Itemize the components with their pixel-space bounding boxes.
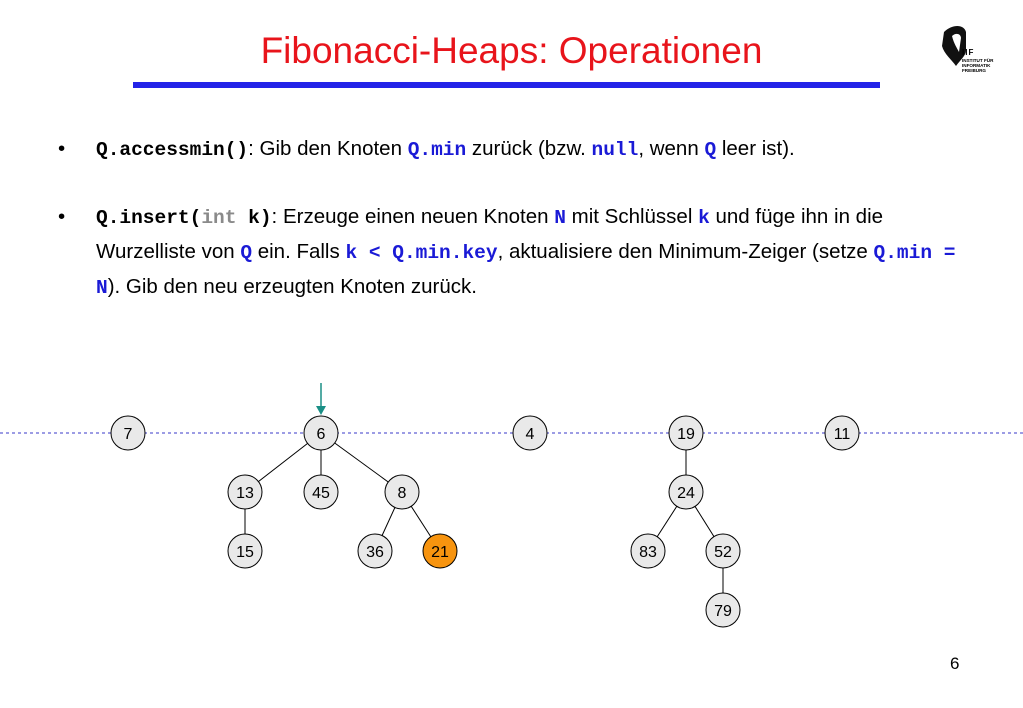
heap-node-45 [303,474,339,510]
heap-node-15 [227,533,263,569]
bullet-text-segment: ). Gib den neu erzeugten Knoten zurück. [107,275,477,298]
heap-node-83 [630,533,666,569]
heap-node-8 [384,474,420,510]
heap-node-label: 4 [526,426,535,443]
heap-node-label: 8 [398,485,407,502]
heap-node-13 [227,474,263,510]
code-segment: k) [236,207,272,229]
code-segment: null [591,139,639,161]
bullet-text-segment: ein. Falls [252,240,346,263]
logo-line-3: FREIBURG [962,68,986,74]
code-segment: int [201,207,237,229]
logo-line-2: INFORMATIK [962,63,991,69]
logo-line-1: INSTITUT FÜR [962,58,994,63]
heap-node-label: 6 [317,426,326,443]
heap-node-label: 24 [677,485,695,502]
heap-node-24 [668,474,704,510]
heap-node-label: 83 [639,544,657,561]
heap-node-label: 19 [677,426,695,443]
code-segment: Q.min = N [96,242,956,299]
university-logo-icon [942,26,966,66]
heap-node-label: 21 [431,544,449,561]
heap-node-label: 7 [124,426,133,443]
bullet-marker: • [58,137,66,160]
bullet-list: • Q.accessmin(): Gib den Knoten Q.min zu… [58,132,978,338]
bullet-text-segment: , aktualisiere den Minimum-Zeiger (setze [497,240,874,263]
heap-node-4 [512,415,548,451]
heap-node-label: 79 [714,603,732,620]
min-pointer-arrowhead-icon [316,406,326,415]
heap-node-7 [110,415,146,451]
bullet-text-segment: : Erzeuge einen neuen Knoten [271,205,555,228]
logo-caption: INSTITUT FÜR INFORMATIK FREIBURG [962,58,1022,74]
code-segment: N [554,207,566,229]
bullet-marker: • [58,205,66,228]
heap-node-label: 13 [236,485,254,502]
bullet-text: Q.insert(int k): Erzeuge einen neuen Kno… [96,205,956,299]
heap-node-19 [668,415,704,451]
heap-node-36 [357,533,393,569]
code-segment: Q.insert( [96,207,202,229]
code-segment: k < Q.min.key [345,242,498,264]
bullet-text: Q.accessmin(): Gib den Knoten Q.min zurü… [96,137,795,161]
heap-node-6 [303,415,339,451]
slide-title: Fibonacci-Heaps: Operationen [260,30,763,71]
bullet-text-segment: leer ist). [716,137,795,160]
code-segment: k [698,207,710,229]
heap-node-label: 15 [236,544,254,561]
heap-node-label: 52 [714,544,732,561]
heap-node-11 [824,415,860,451]
code-segment: Q [240,242,253,264]
bullet-accessmin: • Q.accessmin(): Gib den Knoten Q.min zu… [58,132,978,167]
bullet-insert: • Q.insert(int k): Erzeuge einen neuen K… [58,200,978,305]
heap-node-79 [705,592,741,628]
heap-node-label: 11 [834,426,851,443]
bullet-text-segment: , wenn [638,137,705,160]
logo-letters: IIF [962,48,975,57]
fibonacci-heap-diagram: 7 6 13 15 45 8 36 21 4 19 24 83 52 79 11 [0,383,1023,628]
heap-node-label: 45 [312,485,330,502]
heap-node-label: 36 [366,544,384,561]
heap-node-52 [705,533,741,569]
page-number: 6 [950,654,960,673]
code-segment: Q [704,139,717,161]
code-segment: Q.min [407,139,467,161]
bullet-text-segment: und füge ihn in die Wurzelliste von [96,205,884,263]
bullet-text-segment: : Gib den Knoten [248,137,408,160]
heap-node-21 [422,533,458,569]
bullet-text-segment: mit Schlüssel [565,205,699,228]
code-segment: Q.accessmin() [96,139,249,161]
bullet-text-segment: zurück (bzw. [466,137,592,160]
title-underline [133,82,880,88]
